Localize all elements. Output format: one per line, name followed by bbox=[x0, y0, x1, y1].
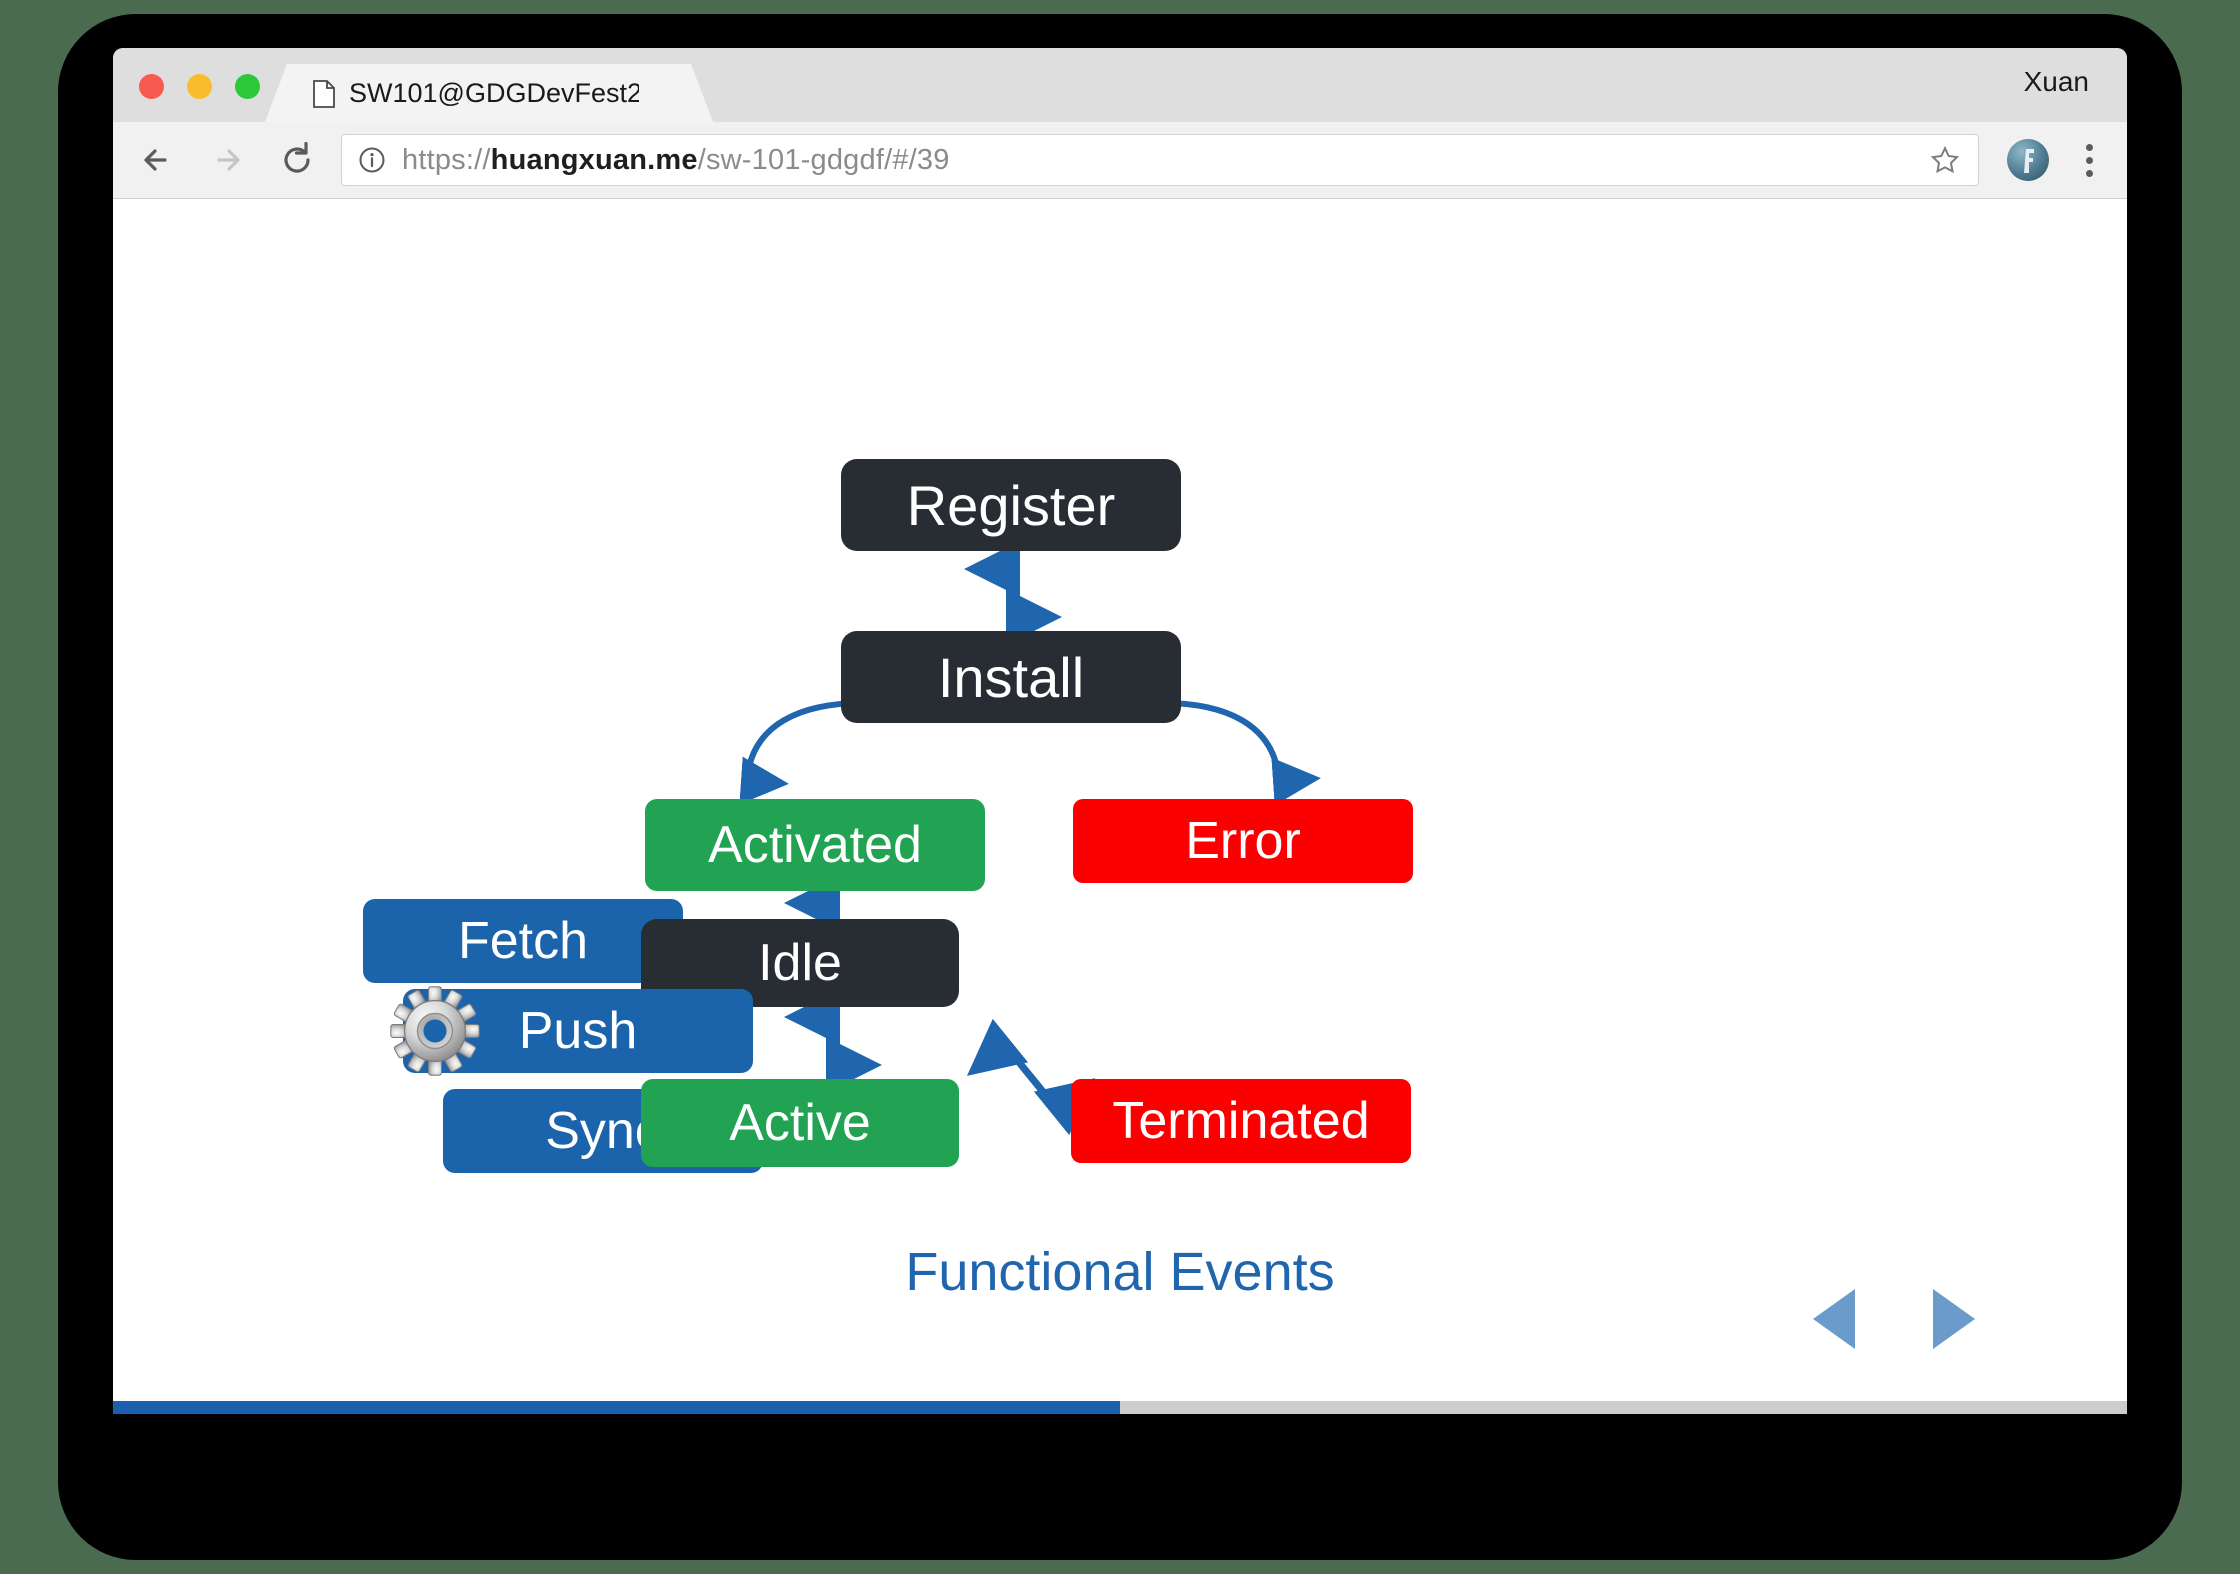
reload-icon[interactable] bbox=[275, 138, 319, 182]
slide-progress-bar[interactable] bbox=[113, 1401, 2127, 1414]
minimize-window-button[interactable] bbox=[187, 74, 212, 99]
star-icon[interactable] bbox=[1930, 145, 1960, 175]
menu-dot bbox=[2085, 156, 2093, 164]
avatar-icon[interactable] bbox=[2007, 139, 2049, 181]
url-host: huangxuan.me bbox=[490, 143, 698, 176]
zoom-window-button[interactable] bbox=[235, 74, 260, 99]
node-fetch[interactable]: Fetch bbox=[363, 899, 683, 983]
slide-canvas: Register Install Activated Error Fetch P… bbox=[113, 199, 2127, 1414]
url-scheme: https:// bbox=[402, 143, 491, 176]
three-dot-menu-icon[interactable] bbox=[2071, 138, 2107, 182]
node-active[interactable]: Active bbox=[641, 1079, 959, 1167]
node-install[interactable]: Install bbox=[841, 631, 1181, 723]
browser-window: SW101@GDGDevFest2016 - ( Xuan https://hu… bbox=[113, 48, 2127, 1414]
node-activated[interactable]: Activated bbox=[645, 799, 985, 891]
address-bar[interactable]: https://huangxuan.me/sw-101-gdgdf/#/39 bbox=[341, 134, 1979, 186]
tab-strip: SW101@GDGDevFest2016 - ( Xuan bbox=[113, 48, 2127, 168]
profile-name[interactable]: Xuan bbox=[2023, 66, 2089, 97]
window-controls bbox=[139, 74, 260, 99]
browser-tab-active[interactable]: SW101@GDGDevFest2016 - ( bbox=[265, 64, 713, 122]
browser-toolbar: https://huangxuan.me/sw-101-gdgdf/#/39 bbox=[113, 122, 2127, 199]
slide-progress-fill bbox=[113, 1401, 1120, 1414]
page-icon bbox=[313, 80, 335, 108]
close-window-button[interactable] bbox=[139, 74, 164, 99]
arrow-idle-active bbox=[784, 989, 882, 1093]
gear-icon bbox=[390, 986, 480, 1076]
node-register[interactable]: Register bbox=[841, 459, 1181, 551]
avatar-glyph bbox=[2024, 149, 2034, 173]
back-arrow-icon[interactable] bbox=[135, 138, 179, 182]
menu-dot bbox=[2085, 169, 2093, 177]
node-error[interactable]: Error bbox=[1073, 799, 1413, 883]
arrow-active-terminated bbox=[966, 1018, 1096, 1136]
url-text: https://huangxuan.me/sw-101-gdgdf/#/39 bbox=[402, 144, 950, 177]
info-circle-icon[interactable] bbox=[358, 146, 386, 174]
menu-dot bbox=[2085, 143, 2093, 151]
forward-arrow-icon bbox=[217, 149, 240, 171]
arrow-install-error bbox=[1162, 700, 1321, 806]
tab-title: SW101@GDGDevFest2016 - ( bbox=[349, 78, 639, 108]
previous-slide-button[interactable] bbox=[1813, 1289, 1855, 1349]
node-terminated[interactable]: Terminated bbox=[1071, 1079, 1411, 1163]
next-slide-button[interactable] bbox=[1933, 1289, 1975, 1349]
url-path: /sw-101-gdgdf/#/39 bbox=[697, 143, 950, 176]
slide-caption: Functional Events bbox=[905, 1242, 1335, 1302]
arrow-register-install bbox=[964, 541, 1062, 645]
